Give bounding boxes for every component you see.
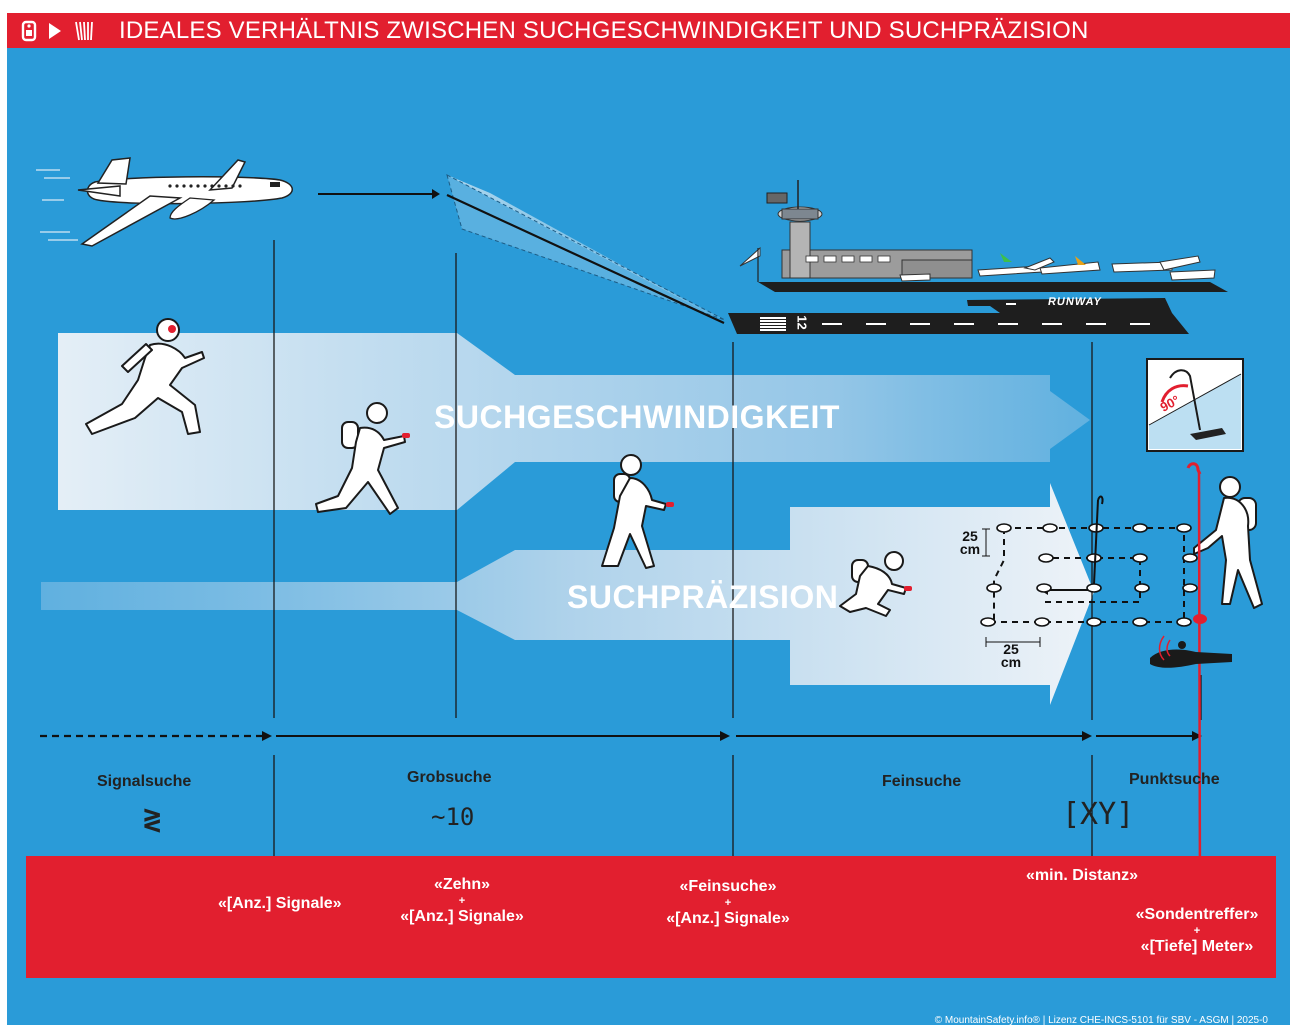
command-fine-signals: «[Anz.] Signale»	[666, 910, 790, 927]
grid-spacing-horizontal: 25 cm	[1000, 641, 1022, 670]
command-signals: «[Anz.] Signale»	[218, 895, 342, 912]
command-coarse-ten: «Zehn»	[433, 876, 490, 893]
command-coarse-signals: «[Anz.] Signale»	[400, 908, 524, 925]
speed-arrow	[58, 333, 1090, 510]
command-probe-depth: «[Tiefe] Meter»	[1140, 938, 1254, 955]
phase-signal-search: Signalsuche	[97, 773, 192, 790]
voice-command-panel	[26, 856, 1276, 978]
distance-ten-icon: ~10	[431, 803, 475, 831]
command-min-distance: «min. Distanz»	[1026, 867, 1139, 884]
command-fine: «Feinsuche» + «[Anz.] Signale»	[658, 877, 798, 929]
transceivers	[168, 325, 912, 591]
command-fine-plus: +	[724, 897, 732, 909]
command-fine-search: «Feinsuche»	[679, 878, 777, 895]
title-bar: IDEALES VERHÄLTNIS ZWISCHEN SUCHGESCHWIN…	[7, 13, 1290, 48]
rescuer-running	[85, 318, 205, 435]
probe-grid	[980, 495, 1198, 647]
speed-label: SUCHGESCHWINDIGKEIT	[434, 399, 840, 435]
rescuer-striding	[315, 402, 406, 515]
airplane	[36, 157, 293, 247]
signal-wave-icon: ≷	[143, 802, 162, 837]
airport	[728, 180, 1228, 334]
timeline	[40, 731, 1202, 741]
copyright-footer: © MountainSafety.info® | Lizenz CHE-INCS…	[934, 1015, 1268, 1025]
rescuer-probing	[1193, 476, 1263, 609]
command-probe-hit: «Sondentreffer» + «[Tiefe] Meter»	[1124, 905, 1270, 957]
precision-label: SUCHPRÄZISION	[567, 579, 839, 615]
probe-angle-inset	[1146, 358, 1244, 452]
plane-heading-arrowhead	[432, 189, 440, 199]
probe-and-victim	[1150, 462, 1232, 901]
title-icons	[21, 20, 111, 42]
command-coarse-plus: +	[458, 895, 466, 907]
runway-label: RUNWAY	[1046, 296, 1103, 308]
phase-pinpoint-search: Punktsuche	[1129, 771, 1220, 788]
approach-path	[446, 194, 725, 324]
probe-icon	[75, 21, 93, 40]
precision-arrow	[41, 483, 1094, 705]
beacon-icon	[21, 20, 37, 41]
phase-coarse-search: Grobsuche	[407, 769, 492, 786]
phase-dividers	[273, 240, 1202, 856]
command-probe-plus: +	[1193, 925, 1201, 937]
page-title: IDEALES VERHÄLTNIS ZWISCHEN SUCHGESCHWIN…	[119, 16, 1089, 44]
approach-cone	[446, 174, 726, 321]
phase-fine-search: Feinsuche	[882, 773, 962, 790]
runway-number: 12	[794, 315, 810, 330]
play-icon	[49, 22, 61, 39]
grid-spacing-vertical: 25 cm	[959, 528, 981, 557]
command-probe-strike: «Sondentreffer»	[1135, 906, 1259, 923]
command-coarse: «Zehn» + «[Anz.] Signale»	[392, 875, 532, 927]
xy-position-icon: [XY]	[1062, 797, 1135, 832]
